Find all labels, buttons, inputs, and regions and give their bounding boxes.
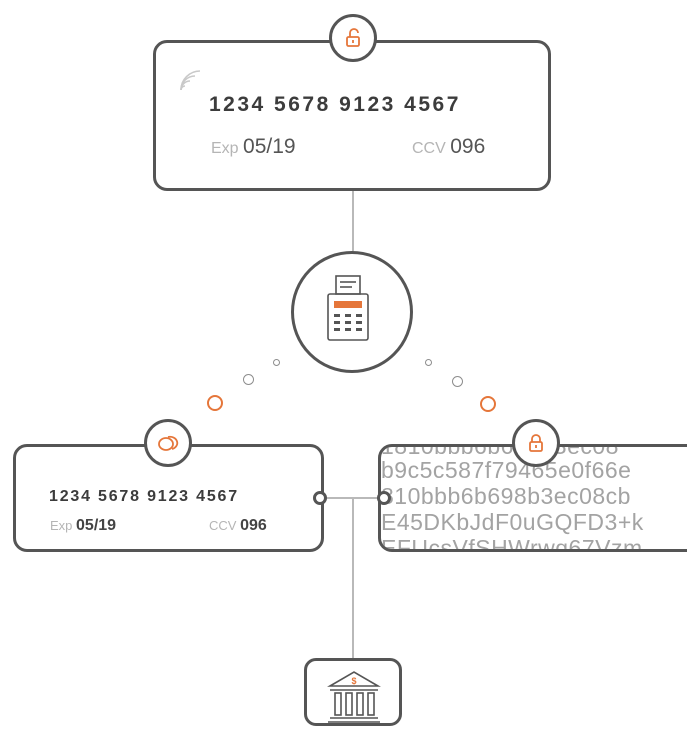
coins-icon xyxy=(158,435,179,451)
cipher-line: b9c5c587f79465e0f66e xyxy=(381,457,632,483)
cipher-line: 1810bbb6b698b3ec08 xyxy=(381,444,619,459)
unlocked-padlock-icon xyxy=(346,28,360,47)
ccv-value: 096 xyxy=(450,135,486,158)
expiry-label: Exp xyxy=(211,140,239,157)
svg-text:$: $ xyxy=(351,676,356,686)
encrypted-card: 1810bbb6b698b3ec08 b9c5c587f79465e0f66e … xyxy=(378,444,687,552)
connector-card-to-terminal xyxy=(352,191,354,251)
contactless-icon xyxy=(180,70,201,91)
right-badge xyxy=(512,419,560,467)
locked-padlock-icon xyxy=(529,434,543,452)
top-badge xyxy=(329,14,377,62)
bank-node: $ xyxy=(304,658,402,726)
plain-card-top: 1234 5678 9123 4567 Exp 05/19 CCV 096 xyxy=(153,40,551,191)
cipher-line: EFUcsVfSHWrwq67Vzm xyxy=(381,535,643,552)
plain-card-left: 1234 5678 9123 4567 Exp 05/19 CCV 096 xyxy=(13,444,324,552)
branch-dot xyxy=(480,396,496,412)
ccv: CCV 096 xyxy=(412,135,485,159)
expiry: Exp 05/19 xyxy=(50,517,116,535)
ccv-label: CCV xyxy=(209,518,237,533)
left-badge xyxy=(144,419,192,467)
expiry: Exp 05/19 xyxy=(211,135,296,159)
branch-dot xyxy=(243,374,254,385)
branch-dot xyxy=(273,359,280,366)
payment-terminal xyxy=(291,251,413,373)
branch-dot xyxy=(452,376,463,387)
cipher-line: E45DKbJdF0uGQFD3+k xyxy=(381,509,644,535)
ccv-label: CCV xyxy=(412,140,446,157)
card-number: 1234 5678 9123 4567 xyxy=(209,93,461,116)
cipher-line: 810bbb6b698b3ec08cb xyxy=(381,483,631,509)
card-number: 1234 5678 9123 4567 xyxy=(49,488,239,505)
expiry-value: 05/19 xyxy=(243,135,296,158)
branch-dot xyxy=(425,359,432,366)
expiry-value: 05/19 xyxy=(76,517,117,534)
bank-icon: $ xyxy=(327,671,381,723)
branch-dot xyxy=(207,395,223,411)
port-encrypted-card xyxy=(377,491,391,505)
ccv-value: 096 xyxy=(240,517,267,534)
connector-between-cards xyxy=(320,497,384,499)
payment-terminal-icon xyxy=(327,275,369,341)
connector-to-bank xyxy=(352,497,354,685)
port-left-card xyxy=(313,491,327,505)
expiry-label: Exp xyxy=(50,518,73,533)
ccv: CCV 096 xyxy=(209,517,267,535)
